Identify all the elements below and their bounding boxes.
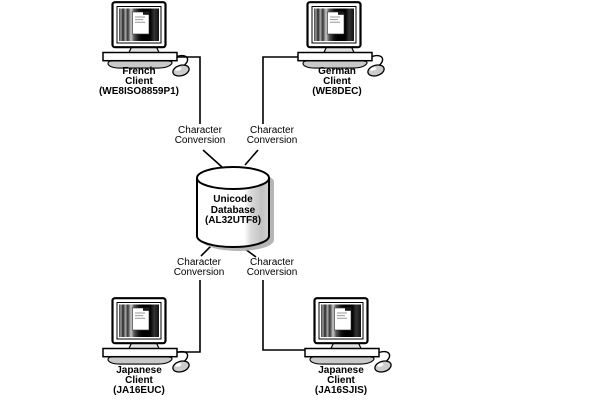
client-name: Japanese: [318, 365, 364, 376]
database-label: Unicode Database (AL32UTF8): [204, 194, 262, 227]
conversion-line2: Conversion: [173, 267, 225, 278]
database-name-line2: Database: [210, 204, 256, 216]
client-role: Client: [327, 375, 355, 386]
database-name-line1: Unicode: [213, 194, 253, 205]
conversion-line2: Conversion: [174, 135, 226, 146]
conversion-line1: Character: [250, 125, 294, 136]
link-conversion-to-db-topleft: [202, 149, 223, 168]
conversion-label-bottomleft: Character Conversion: [174, 258, 225, 278]
client-label-french: French Client (WE8ISO8859P1): [99, 67, 179, 97]
client-charset: (JA16EUC): [113, 385, 165, 396]
client-name: French: [122, 66, 156, 77]
database-body: [196, 178, 270, 248]
conversion-line1: Character: [178, 125, 222, 136]
conversion-label-topright: Character Conversion: [247, 126, 298, 146]
link-conversion-to-japanese-sjis: [262, 280, 306, 351]
client-role: Client: [125, 76, 153, 87]
client-label-japanese-euc: Japanese Client (JA16EUC): [113, 366, 165, 396]
computer-icon-japanese-euc-client: [102, 297, 190, 375]
database-charset: (AL32UTF8): [204, 215, 262, 226]
conversion-line2: Conversion: [246, 267, 298, 278]
client-role: Client: [323, 76, 351, 87]
link-french-to-conversion: [171, 56, 201, 124]
client-label-german: German Client (WE8DEC): [312, 67, 361, 97]
client-charset: (WE8ISO8859P1): [98, 86, 180, 97]
conversion-line1: Character: [177, 257, 221, 268]
database-cylinder-icon: [196, 166, 274, 251]
client-charset: (WE8DEC): [312, 86, 362, 97]
client-label-japanese-sjis: Japanese Client (JA16SJIS): [315, 366, 367, 396]
conversion-line2: Conversion: [246, 135, 298, 146]
conversion-line1: Character: [250, 257, 294, 268]
computer-icon-japanese-sjis-client: [304, 297, 392, 375]
conversion-label-topleft: Character Conversion: [175, 126, 226, 146]
database-top: [196, 166, 270, 190]
conversion-label-bottomright: Character Conversion: [247, 258, 298, 278]
link-conversion-to-db-topright: [244, 149, 259, 166]
client-name: Japanese: [116, 365, 162, 376]
link-db-to-conversion-bottomleft: [200, 245, 212, 257]
client-charset: (JA16SJIS): [314, 385, 368, 396]
client-role: Client: [125, 375, 153, 386]
client-name: German: [318, 66, 356, 77]
link-german-to-conversion: [262, 56, 306, 124]
